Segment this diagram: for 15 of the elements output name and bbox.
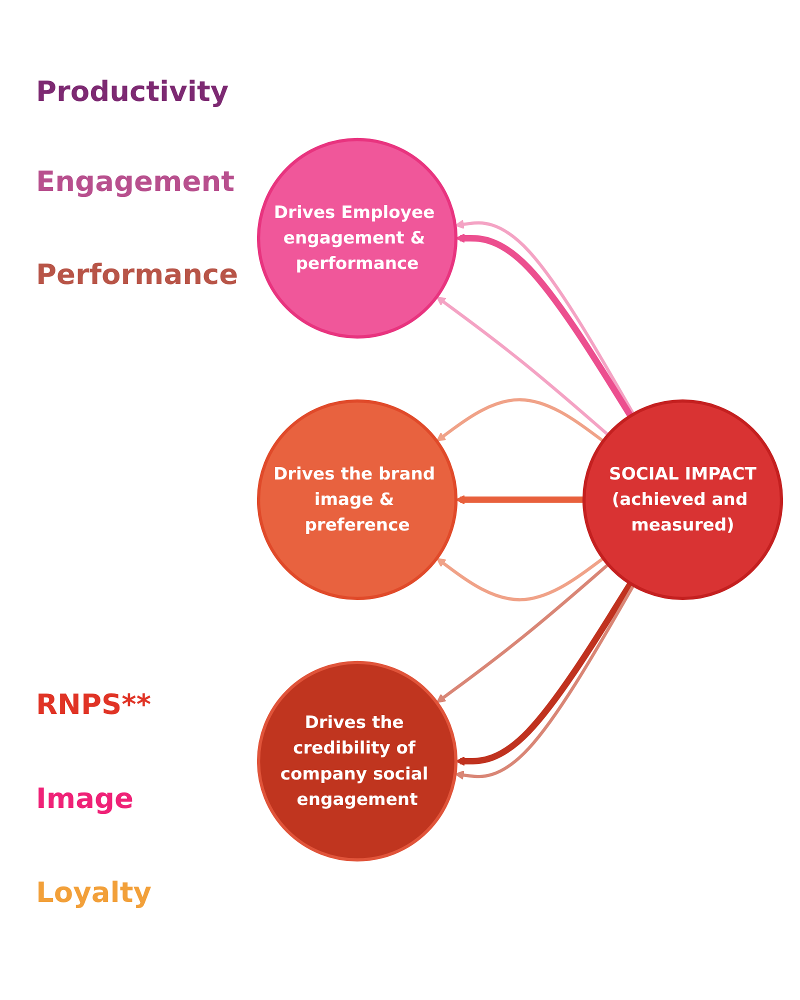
metric-label: Loyalty bbox=[36, 876, 152, 909]
metric-label: Performance bbox=[36, 258, 238, 291]
node-circle: SOCIAL IMPACT (achieved and measured) bbox=[582, 400, 784, 600]
metric-label: Image bbox=[36, 782, 134, 815]
metric-label: Engagement bbox=[36, 165, 235, 198]
node-circle: Drives the brand image & preference bbox=[256, 400, 458, 600]
metric-label: Productivity bbox=[36, 75, 229, 108]
arrow bbox=[436, 398, 604, 443]
arrow bbox=[456, 495, 584, 505]
arrow bbox=[436, 296, 610, 436]
arrow bbox=[436, 557, 604, 602]
node-circle: Drives the credibility of company social engagement bbox=[256, 661, 458, 862]
node-circle: Drives Employee engagement & performance bbox=[256, 138, 458, 339]
metric-label: RNPS** bbox=[36, 688, 151, 721]
arrow bbox=[436, 564, 610, 704]
